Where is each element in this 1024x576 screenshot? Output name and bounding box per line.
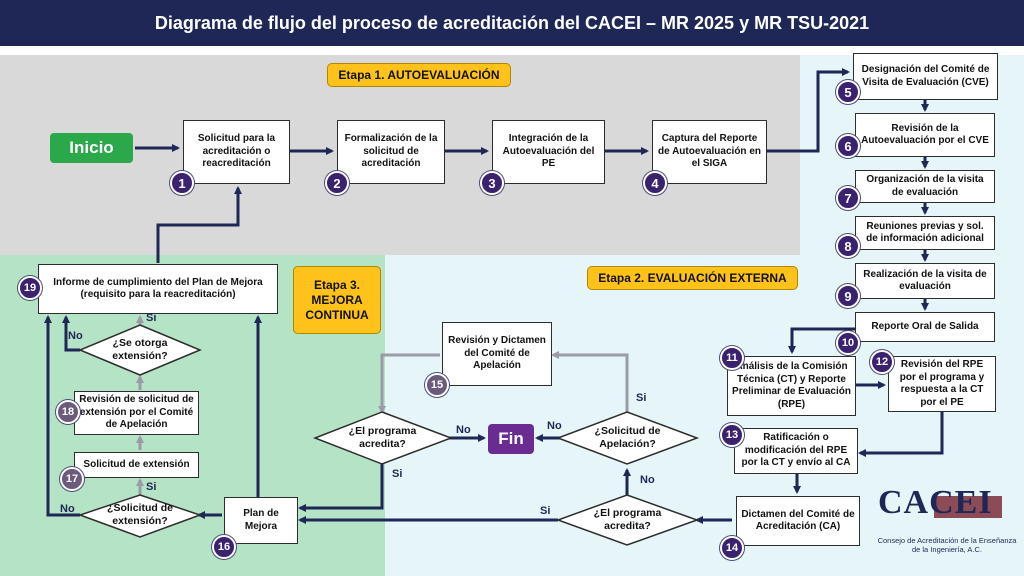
- step-10-box: Reporte Oral de Salida: [855, 312, 995, 342]
- stage-2-label: Etapa 2. EVALUACIÓN EXTERNA: [587, 266, 798, 290]
- decision-apelacion: ¿Solicitud de Apelación?: [594, 425, 661, 450]
- step-16-box: Plan de Mejora: [224, 497, 298, 544]
- step-number-9: 9: [836, 284, 860, 308]
- edge-label-si-acredita-apel: Si: [392, 468, 403, 480]
- edge-label-no-apelacion: No: [547, 420, 562, 432]
- step-14-box: Dictamen del Comité de Acreditación (CA): [736, 496, 860, 546]
- step-6-box: Revisión de la Autoevaluación por el CVE: [855, 113, 995, 157]
- logo-accent-bar: [934, 496, 1002, 518]
- step-number-4: 4: [643, 171, 667, 195]
- step-15-box: Revisión y Dictamen del Comité de Apelac…: [442, 322, 552, 386]
- step-12-box: Revisión del RPE por el programa y respu…: [888, 356, 996, 412]
- step-number-5: 5: [836, 80, 860, 104]
- edge-label-si-acredita-ca: Si: [540, 505, 551, 517]
- start-terminal: Inicio: [50, 133, 133, 163]
- stage-1-label: Etapa 1. AUTOEVALUACIÓN: [327, 63, 511, 87]
- step-number-15: 15: [425, 373, 449, 397]
- decision-otorga-extension: ¿Se otorga extensión?: [112, 337, 168, 362]
- decision-acredita-apelacion: ¿El programa acredita?: [348, 425, 417, 450]
- step-5-box: Designación del Comité de Visita de Eval…: [853, 53, 998, 100]
- step-number-16: 16: [212, 535, 236, 559]
- step-11-box: Análisis de la Comisión Técnica (CT) y R…: [727, 356, 856, 416]
- step-7-box: Organización de la visita de evaluación: [855, 170, 995, 203]
- edge-label-no-acredita-ca: No: [640, 474, 655, 486]
- page-title: Diagrama de flujo del proceso de acredit…: [0, 0, 1024, 46]
- zone-evaluacion-externa: [385, 255, 1024, 576]
- step-4-box: Captura del Reporte de Autoevaluación en…: [652, 120, 767, 184]
- step-9-box: Realización de la visita de evaluación: [855, 263, 995, 299]
- step-18-box: Revisión de solicitud de extensión por e…: [74, 391, 199, 435]
- edge-label-si-otorga: Si: [146, 312, 157, 324]
- edge-label-si-sol-extension: Si: [146, 481, 157, 493]
- step-number-14: 14: [720, 536, 744, 560]
- logo-subtitle-line1: Consejo de Acreditación de la Enseñanza: [877, 536, 1017, 545]
- step-number-3: 3: [480, 171, 504, 195]
- step-number-11: 11: [720, 346, 744, 370]
- step-13-box: Ratificación o modificación del RPE por …: [734, 428, 858, 474]
- step-number-19: 19: [18, 276, 42, 300]
- logo-wordmark: CACEI: [878, 484, 993, 521]
- step-number-17: 17: [60, 467, 84, 491]
- step-3-box: Integración de la Autoevaluación del PE: [492, 120, 605, 184]
- stage-3-label: Etapa 3. MEJORA CONTINUA: [293, 266, 381, 334]
- edge-label-si-apelacion: Si: [636, 392, 647, 404]
- decision-acredita-ca: ¿El programa acredita?: [593, 507, 662, 532]
- step-number-12: 12: [870, 350, 894, 374]
- step-2-box: Formalización de la solicitud de acredit…: [337, 120, 445, 184]
- step-number-8: 8: [836, 234, 860, 258]
- end-terminal: Fin: [488, 424, 534, 454]
- step-8-box: Reuniones previas y sol. de información …: [855, 216, 995, 250]
- edge-label-no-otorga: No: [68, 330, 83, 342]
- step-number-7: 7: [836, 186, 860, 210]
- step-number-18: 18: [56, 400, 80, 424]
- step-number-10: 10: [836, 331, 860, 355]
- step-19-box: Informe de cumplimiento del Plan de Mejo…: [38, 264, 278, 314]
- cacei-logo: CACEI Consejo de Acreditación de la Ense…: [872, 484, 1022, 574]
- step-1-box: Solicitud para la acreditación o reacred…: [183, 120, 290, 184]
- logo-subtitle-line2: de la Ingeniería, A.C.: [911, 545, 983, 554]
- step-number-6: 6: [836, 134, 860, 158]
- step-17-box: Solicitud de extensión: [74, 452, 199, 478]
- step-number-13: 13: [720, 423, 744, 447]
- edge-label-no-acredita-apel: No: [456, 424, 471, 436]
- step-number-1: 1: [170, 171, 194, 195]
- decision-solicitud-extension: ¿Solicitud de extensión?: [107, 502, 173, 527]
- edge-label-no-sol-extension: No: [60, 503, 75, 515]
- step-number-2: 2: [325, 171, 349, 195]
